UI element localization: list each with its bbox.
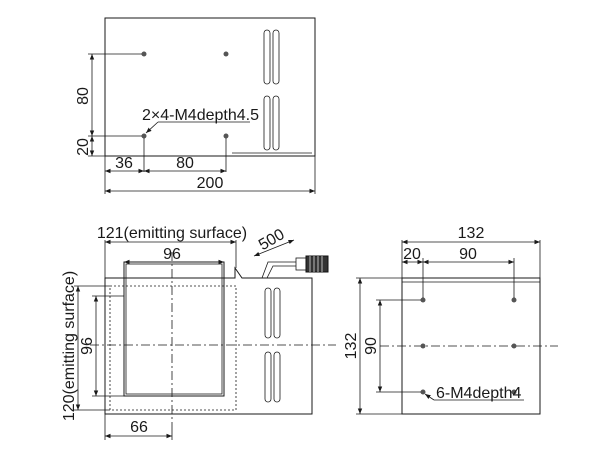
dim-120-emitting: 120(emitting surface) (61, 271, 78, 421)
dim-80-horizontal: 80 (176, 155, 194, 172)
dim-20-vertical: 20 (75, 138, 92, 156)
dim-90-vertical: 90 (363, 337, 380, 355)
top-hole-callout: 2×4-M4depth4.5 (142, 107, 259, 124)
top-view-outline (104, 17, 316, 157)
cable-length-label: 500 (256, 226, 288, 254)
front-view: 500 121(emitting surface) 96 120(emittin… (61, 225, 336, 440)
dim-90-horizontal: 90 (459, 246, 477, 263)
top-mounting-holes (141, 51, 229, 139)
top-vent-slots (263, 29, 280, 151)
dim-96-horizontal: 96 (163, 246, 181, 263)
dim-96-vertical: 96 (79, 337, 96, 355)
dim-80-vertical: 80 (75, 87, 92, 105)
dim-200: 200 (197, 175, 224, 192)
dim-132-vertical: 132 (343, 333, 360, 360)
side-hole-callout: 6-M4depth4 (436, 385, 521, 402)
front-view-body (104, 266, 313, 415)
dim-20-side: 20 (403, 246, 421, 263)
dim-132-horizontal: 132 (458, 225, 485, 242)
inner-window (123, 261, 225, 397)
emitting-surface (109, 285, 237, 411)
side-view: 132 20 90 132 90 6-M4depth4 (343, 225, 558, 415)
side-mounting-holes (420, 297, 517, 395)
dim-66: 66 (130, 419, 148, 436)
dim-36: 36 (115, 155, 133, 172)
dim-121-emitting: 121(emitting surface) (97, 225, 247, 242)
cable-connector (261, 255, 329, 279)
top-view: 80 20 36 80 200 2×4-M4depth4.5 (75, 17, 316, 194)
front-vent-slots (264, 287, 281, 403)
